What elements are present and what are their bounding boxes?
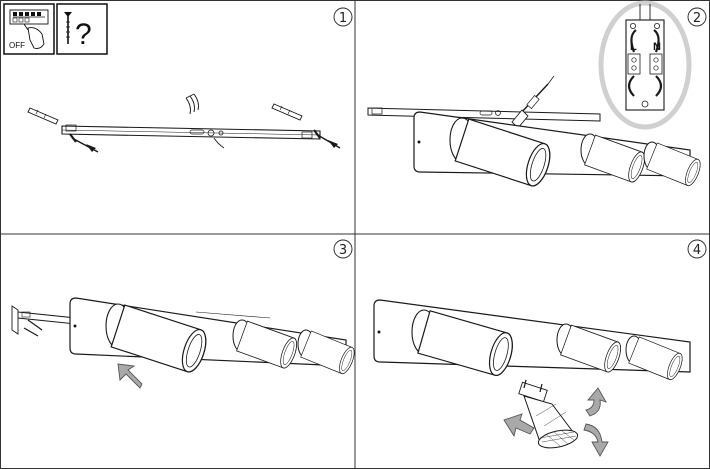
wall-plug-right — [271, 103, 303, 121]
step-3-number: 3 — [333, 239, 353, 259]
mounting-bracket-step2 — [367, 107, 601, 122]
step-2-number: 2 — [687, 7, 707, 27]
screwdriver — [511, 75, 555, 129]
svg-text:OFF: OFF — [9, 41, 25, 50]
bracket-step3 — [11, 305, 77, 337]
step-1-number: 1 — [333, 7, 353, 27]
svg-text:2: 2 — [693, 11, 701, 26]
svg-text:1: 1 — [339, 11, 347, 26]
push-arrow-step3 — [117, 363, 143, 389]
gu10-bulb-icon — [518, 379, 579, 449]
spotlight-bar-step4 — [373, 299, 691, 382]
push-arrow-step4 — [503, 413, 535, 438]
step-4-number: 4 — [687, 239, 707, 259]
question-warning-icon: ? — [56, 3, 108, 55]
svg-text:?: ? — [75, 18, 92, 51]
svg-text:N: N — [653, 41, 661, 53]
power-off-warning-icon: OFF — [3, 3, 55, 55]
twist-arrow-step4 — [583, 387, 609, 457]
ceiling-wires — [185, 93, 225, 149]
spotlight-bar-step2 — [413, 111, 704, 190]
spotlight-bar-step3 — [69, 297, 358, 376]
mounting-bracket — [61, 124, 321, 140]
svg-text:4: 4 — [693, 243, 701, 258]
svg-text:L: L — [630, 41, 637, 53]
svg-text:3: 3 — [339, 243, 347, 258]
screw-right — [313, 129, 341, 149]
terminal-block-magnifier: L N — [598, 0, 692, 130]
screw-left — [69, 133, 99, 153]
wall-plug-left — [27, 107, 59, 125]
